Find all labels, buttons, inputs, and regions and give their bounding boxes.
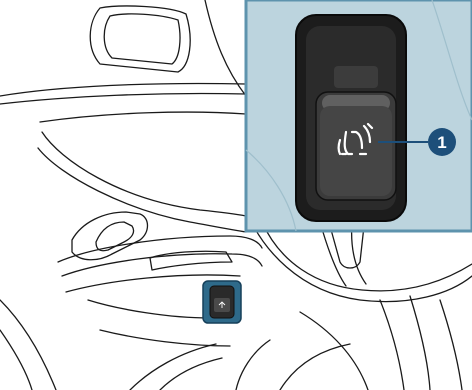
steering-column-2: [410, 296, 430, 390]
side-mirror-outline: [90, 6, 190, 72]
floor-line: [0, 300, 56, 390]
switch-recess-shadow: [334, 66, 378, 88]
side-mirror-inner: [104, 14, 180, 64]
lower-dash-line-2: [440, 300, 462, 390]
lower-dash-line: [300, 312, 368, 390]
door-bottom-curve-2: [160, 358, 222, 390]
detail-inset: 1: [246, 0, 472, 231]
callout-number: 1: [437, 133, 446, 152]
door-handle-recess: [72, 212, 148, 260]
door-bottom-curve: [130, 344, 216, 390]
lower-door-line-2: [100, 330, 230, 346]
armrest-front: [62, 254, 262, 276]
tailgate-button[interactable]: [316, 92, 396, 200]
door-panel-upper: [40, 112, 246, 122]
window-frame-line-2: [0, 93, 246, 104]
callout-1: 1: [428, 128, 456, 156]
seat-edge-line: [280, 344, 350, 390]
door-panel-trim-2: [38, 148, 246, 232]
tailgate-switch-location: [203, 281, 241, 323]
dashboard-top-line: [205, 0, 246, 96]
pedal-area-line: [236, 340, 270, 390]
armrest-top: [58, 236, 262, 262]
tailgate-button-face: [320, 106, 392, 196]
lower-door-line: [88, 300, 210, 318]
steering-column: [380, 300, 404, 390]
door-panel-trim: [42, 132, 246, 216]
window-frame-line: [0, 84, 246, 97]
floor-line-2: [0, 330, 32, 390]
